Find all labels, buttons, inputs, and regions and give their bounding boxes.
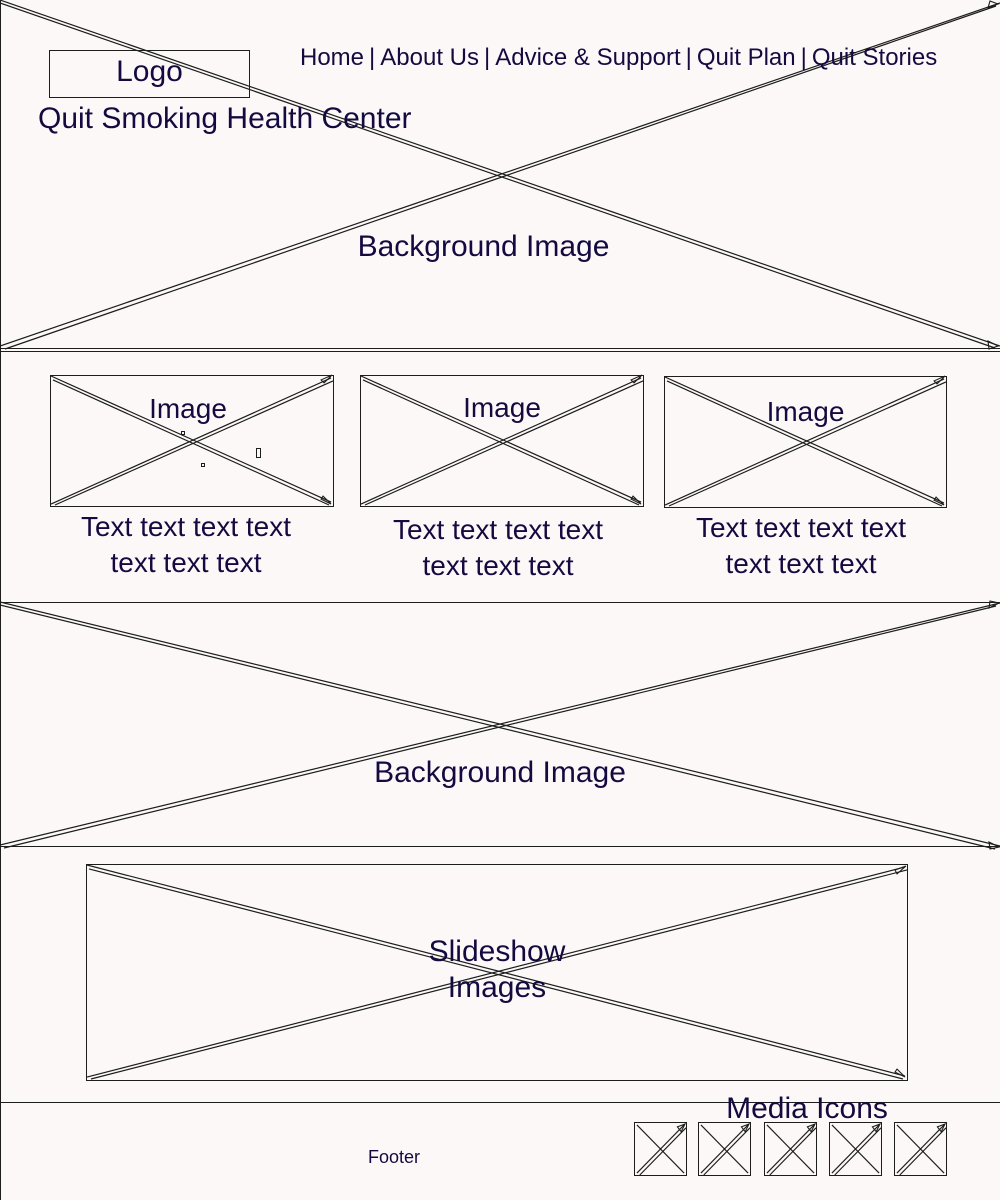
image-placeholder-cross — [50, 374, 334, 506]
hero-divider — [0, 348, 1000, 349]
icon-placeholder-cross — [831, 1122, 882, 1176]
slideshow-placeholder-cross — [86, 864, 908, 1080]
nav-separator: | — [483, 44, 491, 71]
logo-label: Logo — [116, 55, 183, 88]
band-placeholder-cross — [0, 600, 1000, 850]
band-background-placeholder — [0, 600, 1000, 850]
stray-dot — [201, 463, 205, 467]
image-placeholder-cross — [360, 374, 644, 506]
feature-text-line: Text text text text — [80, 511, 292, 542]
features-divider — [0, 602, 1000, 603]
hero-divider-2 — [0, 351, 1000, 352]
feature-text-line: text text text — [110, 547, 262, 578]
band-divider — [0, 846, 1000, 847]
nav-separator: | — [369, 44, 376, 71]
stray-dot — [181, 431, 185, 435]
hero-background-placeholder — [0, 0, 1000, 350]
icon-placeholder-cross — [766, 1122, 817, 1176]
social-media-icon[interactable] — [894, 1122, 947, 1176]
social-media-icon[interactable] — [764, 1122, 817, 1176]
feature-text-1: Text text text text text text text — [36, 509, 336, 581]
icon-placeholder-cross — [636, 1122, 687, 1176]
feature-text-2: Text text text text text text text — [348, 512, 648, 584]
nav-quit-stories[interactable]: Quit Stories — [811, 44, 938, 71]
image-placeholder-cross — [664, 375, 947, 507]
footer-divider — [0, 1102, 1000, 1103]
social-media-icon[interactable] — [829, 1122, 882, 1176]
feature-text-line: Text text text text — [695, 512, 907, 543]
feature-image-1 — [50, 374, 334, 507]
feature-text-line: text text text — [725, 548, 877, 579]
nav-about-us[interactable]: About Us — [380, 44, 479, 71]
feature-image-3 — [664, 375, 947, 508]
social-media-icon[interactable] — [698, 1122, 751, 1176]
nav-home[interactable]: Home — [300, 44, 365, 71]
nav-quit-plan[interactable]: Quit Plan — [696, 44, 796, 71]
left-edge-line — [0, 0, 1, 1200]
band-label: Background Image — [374, 756, 626, 789]
slideshow-label: Slideshow Images — [86, 934, 908, 1006]
slideshow-label-line: Images — [447, 971, 547, 1004]
feature-image-label-3: Image — [766, 396, 845, 427]
hero-placeholder-cross — [0, 0, 1000, 350]
footer-label: Footer — [367, 1147, 421, 1167]
icon-placeholder-cross — [700, 1122, 751, 1176]
feature-text-3: Text text text text text text text — [651, 510, 951, 582]
feature-image-label-2: Image — [463, 392, 541, 423]
stray-rect — [256, 448, 261, 458]
icon-placeholder-cross — [896, 1122, 947, 1176]
slideshow[interactable] — [86, 864, 908, 1081]
social-media-icon[interactable] — [634, 1122, 687, 1176]
main-nav: Home|About Us|Advice & Support|Quit Plan… — [300, 44, 937, 72]
media-icons-label: Media Icons — [726, 1092, 888, 1125]
logo-placeholder[interactable]: Logo — [49, 50, 250, 98]
nav-separator: | — [800, 44, 807, 71]
site-title: Quit Smoking Health Center — [38, 102, 412, 135]
feature-image-2 — [360, 374, 644, 507]
nav-separator: | — [685, 44, 692, 71]
feature-text-line: Text text text text — [392, 514, 604, 545]
slideshow-label-line: Slideshow — [428, 935, 566, 968]
nav-advice-support[interactable]: Advice & Support — [495, 44, 681, 71]
feature-image-label-1: Image — [149, 393, 227, 424]
hero-label: Background Image — [357, 230, 610, 263]
feature-text-line: text text text — [422, 550, 574, 581]
